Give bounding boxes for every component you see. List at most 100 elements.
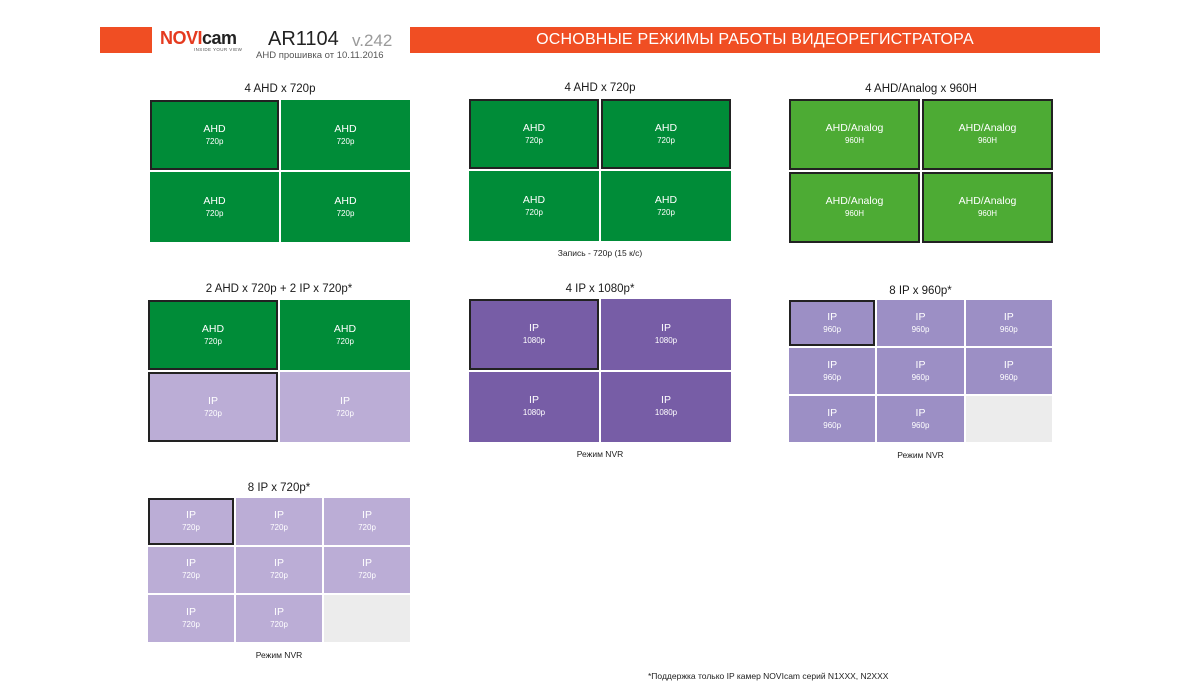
channel-type: AHD <box>654 193 678 206</box>
channel-resolution: 960p <box>999 324 1018 334</box>
channel-resolution: 720p <box>205 136 224 146</box>
channel-type: IP <box>827 358 838 371</box>
channel-resolution: 960p <box>911 372 930 382</box>
channel-type: AHD <box>203 122 226 135</box>
channel-type: IP <box>529 394 539 407</box>
channel-type: IP <box>186 606 196 619</box>
channel-resolution: 1080p <box>654 335 678 345</box>
channel-resolution: 960p <box>911 324 930 334</box>
channel-type: AHD <box>203 194 226 207</box>
layout-title: 2 AHD x 720p + 2 IP x 720p* <box>205 283 353 295</box>
novicam-logo: NOVIcam inside your view <box>160 29 248 55</box>
channel-resolution: 720p <box>204 336 222 346</box>
channel-resolution: 720p <box>205 208 224 218</box>
channel-resolution: 720p <box>657 207 675 217</box>
channel-resolution: 720p <box>336 336 354 346</box>
channel-type: IP <box>362 508 372 521</box>
channel-type: IP <box>186 557 196 570</box>
channel-type: AHD/Analog <box>958 195 1017 207</box>
channel-resolution: 720p <box>182 571 200 581</box>
layout-title: 8 IP x 720p* <box>247 482 311 494</box>
channel-resolution: 720p <box>657 135 675 145</box>
logo-cam-text: cam <box>202 28 237 48</box>
channel-type: AHD <box>654 121 678 134</box>
logo-novi-text: NOVI <box>160 28 203 48</box>
channel-type: IP <box>827 310 838 323</box>
channel-type: IP <box>274 557 284 570</box>
channel-resolution: 720p <box>525 135 543 145</box>
channel-resolution: 960H <box>977 136 998 145</box>
channel-resolution: 720p <box>270 522 288 532</box>
channel-resolution: 960p <box>999 372 1018 382</box>
channel-type: AHD <box>522 193 546 206</box>
model-name: AR1104 <box>268 28 339 50</box>
channel-type: AHD/Analog <box>825 122 884 134</box>
channel-type: IP <box>274 606 284 619</box>
channel-resolution: 960H <box>977 209 998 218</box>
channel-resolution: 960p <box>823 324 842 334</box>
footnote: *Поддержка только IP камер NOVIcam серий… <box>648 671 889 681</box>
channel-resolution: 960p <box>911 420 930 430</box>
layout-caption: Запись - 720р (15 к/с) <box>557 248 643 258</box>
channel-resolution: 720p <box>270 620 288 630</box>
channel-type: IP <box>1003 358 1014 371</box>
layout-grid: AHD/Analog 960H AHD/Analog 960H AHD/Analog 96… <box>789 99 1053 243</box>
layout-title: 4 AHD/Analog x 960H <box>865 83 977 95</box>
channel-resolution: 960p <box>823 420 842 430</box>
empty-cell <box>324 595 410 642</box>
channel-type: IP <box>827 406 838 419</box>
channel-resolution: 720p <box>336 208 355 218</box>
channel-type: IP <box>915 310 926 323</box>
channel-resolution: 720p <box>336 408 354 418</box>
layout-title: 4 AHD x 720p <box>564 82 636 94</box>
channel-resolution: 720p <box>204 408 222 418</box>
channel-type: IP <box>661 394 671 407</box>
channel-cell: AHD/Analog 960H <box>789 99 920 170</box>
channel-type: AHD <box>334 194 357 207</box>
channel-cell: AHD/Analog 960H <box>922 172 1053 243</box>
version-label: v.242 <box>352 31 393 50</box>
channel-type: IP <box>661 321 671 334</box>
header-accent-bar-left <box>100 27 152 53</box>
channel-type: IP <box>186 508 196 521</box>
channel-resolution: 960H <box>844 136 865 145</box>
channel-resolution: 1080p <box>654 408 678 418</box>
channel-resolution: 720p <box>358 522 376 532</box>
channel-resolution: 1080p <box>522 335 546 345</box>
channel-type: AHD <box>333 322 357 335</box>
channel-type: IP <box>1003 310 1014 323</box>
channel-type: AHD/Analog <box>958 122 1017 134</box>
channel-resolution: 720p <box>358 571 376 581</box>
layout-caption: Режим NVR <box>255 650 303 660</box>
